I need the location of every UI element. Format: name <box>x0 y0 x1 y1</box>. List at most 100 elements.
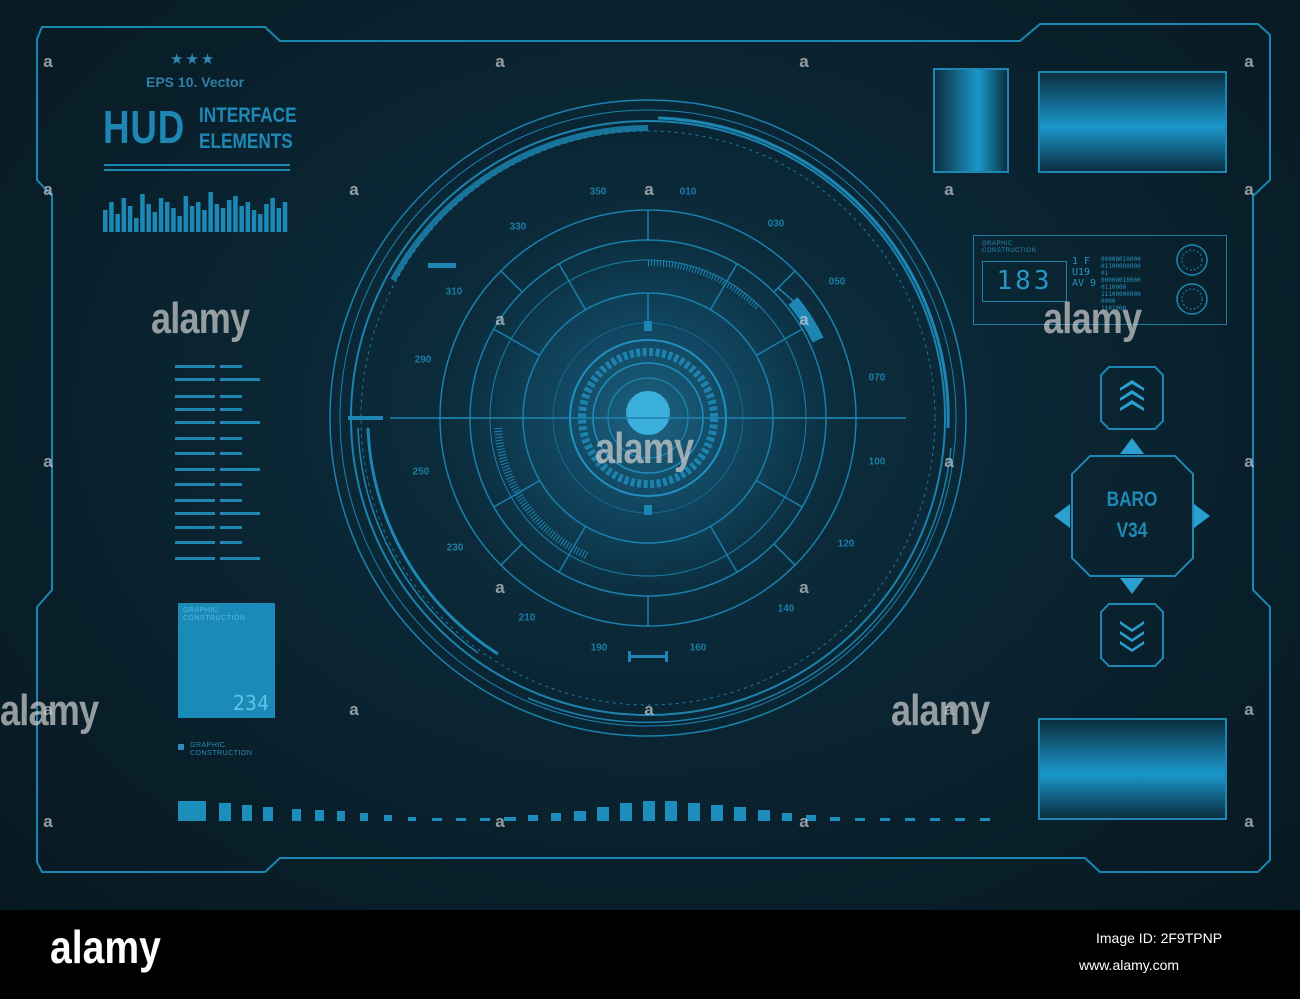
baro-version: V34 <box>1116 519 1148 542</box>
dial-divider <box>558 525 587 573</box>
degree-label: 250 <box>412 466 430 478</box>
bar-segment <box>432 818 442 821</box>
data-line <box>220 526 242 529</box>
watermark-letter: a <box>944 452 954 471</box>
bar-segment <box>292 809 301 821</box>
down-chevrons-icon <box>1120 621 1144 652</box>
bar-segment <box>178 801 206 821</box>
bar-segment <box>337 811 345 821</box>
equalizer-bar <box>183 196 189 232</box>
data-line <box>175 541 215 544</box>
radar-dial <box>329 99 967 737</box>
bar-segment <box>980 818 990 821</box>
bar-segment <box>242 805 252 821</box>
bar-segment <box>219 803 231 821</box>
equalizer-bar <box>158 198 164 232</box>
equalizer-bar <box>239 206 244 232</box>
watermark-logo: alamy <box>595 424 694 473</box>
down-button <box>1100 603 1164 667</box>
bar-segment <box>782 813 792 821</box>
data-line <box>220 468 260 471</box>
hud-frame <box>36 23 1271 873</box>
rating-stars: ★★★ <box>170 51 217 68</box>
readout-value: 183 <box>982 261 1067 302</box>
up-chevrons-icon <box>1120 380 1144 411</box>
dial-divider <box>709 263 738 311</box>
data-line <box>220 452 242 455</box>
bar-segment <box>855 818 865 821</box>
equalizer-bar <box>258 214 263 232</box>
data-line <box>175 557 215 560</box>
equalizer-bar <box>103 210 108 232</box>
data-line <box>175 395 215 398</box>
watermark-logo: alamy <box>1043 294 1142 343</box>
footer-image-id: Image ID: 2F9TPNP <box>1096 930 1223 946</box>
equalizer-bar <box>282 202 288 232</box>
watermark-letter: a <box>644 180 654 199</box>
data-line <box>175 408 215 411</box>
construction-box: GRAPHIC CONSTRUCTION 234 <box>178 603 275 718</box>
left-data-lines <box>175 365 260 560</box>
watermark-letter: a <box>495 812 505 831</box>
equalizer-bar <box>115 214 120 232</box>
equalizer-bar <box>146 204 151 232</box>
dial-divider <box>755 328 803 357</box>
bar-segment <box>574 811 586 821</box>
footer-logo: alamy <box>50 921 161 973</box>
equalizer-bar <box>276 208 282 232</box>
data-line <box>220 499 242 502</box>
watermark-letter: a <box>43 52 53 71</box>
equalizer-bar <box>214 204 220 232</box>
equalizer-bar <box>121 198 127 232</box>
data-line <box>220 557 260 560</box>
equalizer-bar <box>245 202 251 232</box>
elements-word: ELEMENTS <box>199 130 293 153</box>
data-line <box>175 483 215 486</box>
hud-screen: ★★★ EPS 10. Vector HUD INTERFACE ELEMENT… <box>0 0 1300 910</box>
bar-segment <box>955 818 965 821</box>
data-line <box>175 437 215 440</box>
watermark-letter: a <box>1244 700 1254 719</box>
baro-octagon <box>1071 455 1194 577</box>
bar-segment <box>880 818 890 821</box>
dial-divider <box>773 543 796 566</box>
watermark-letter: a <box>495 52 505 71</box>
degree-label: 230 <box>446 542 464 554</box>
degree-label: 050 <box>828 276 846 288</box>
equalizer-bar <box>220 208 226 232</box>
data-line <box>175 526 215 529</box>
equalizer-bar <box>152 212 158 232</box>
bar-segment <box>758 810 770 821</box>
direction-arrows-icon <box>1054 438 1210 594</box>
readout-caption: GRAPHIC CONSTRUCTION <box>982 241 1037 254</box>
bar-segment <box>480 818 490 821</box>
bar-segment <box>806 815 816 821</box>
bar-segment <box>688 803 700 821</box>
bar-segment <box>711 805 723 821</box>
dial-divider <box>500 270 523 293</box>
data-line <box>220 437 242 440</box>
data-line <box>175 421 215 424</box>
watermark-letter: a <box>944 700 954 719</box>
equalizer-bar <box>202 210 207 232</box>
degree-label: 140 <box>777 603 795 615</box>
degree-label: 160 <box>689 642 707 654</box>
data-line <box>220 378 260 381</box>
degree-label: 070 <box>868 372 886 384</box>
dial-divider <box>500 543 523 566</box>
eps-label: EPS 10. Vector <box>146 74 245 90</box>
bar-segment <box>504 817 516 821</box>
bar-segment <box>665 801 677 821</box>
watermark-logo: alamy <box>891 686 990 735</box>
bar-segment <box>620 803 632 821</box>
data-line <box>220 421 260 424</box>
baro-control[interactable]: BARO V34 <box>1070 456 1194 576</box>
up-button <box>1100 366 1164 430</box>
readout-codes: 1 F U19 AV 9 <box>1072 256 1097 289</box>
watermark-letter: a <box>43 180 53 199</box>
bar-segment <box>408 817 416 821</box>
baro-label: BARO <box>1106 488 1158 511</box>
watermark-letter: a <box>944 180 954 199</box>
data-line <box>220 365 242 368</box>
bar-segment <box>830 817 840 821</box>
